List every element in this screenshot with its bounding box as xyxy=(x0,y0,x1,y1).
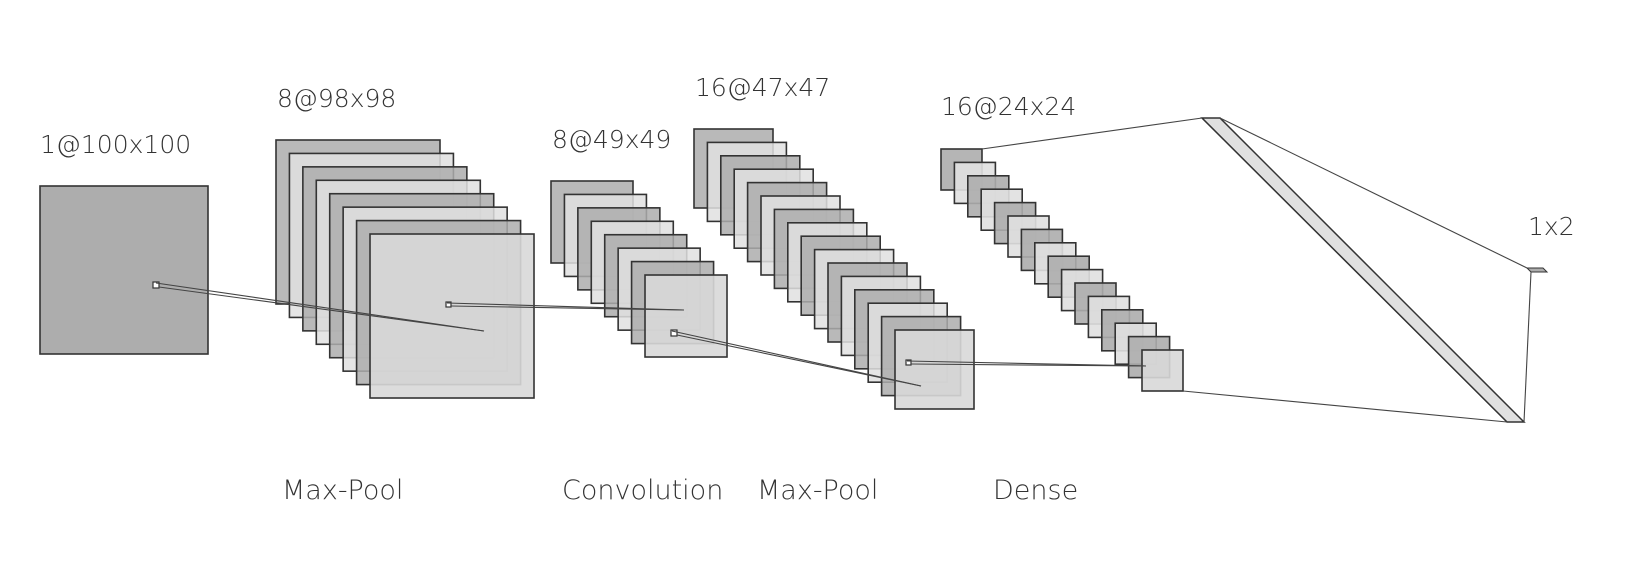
connector-line xyxy=(981,117,1203,150)
kernel-marker xyxy=(905,359,912,366)
layer-stack xyxy=(550,180,728,358)
layer-label-pool2: 16@24x24 xyxy=(941,92,1076,121)
kernel-marker xyxy=(445,301,452,308)
op-label-maxpool-1: Max-Pool xyxy=(282,475,403,506)
connector-line xyxy=(158,286,485,332)
layer-label-conv2: 16@47x47 xyxy=(695,73,830,102)
kernel-marker xyxy=(670,329,678,337)
feature-map xyxy=(894,329,975,410)
feature-map xyxy=(1141,349,1184,392)
connector-line xyxy=(1523,271,1532,423)
op-label-convolution: Convolution xyxy=(562,475,723,506)
connector-line xyxy=(155,282,485,332)
output-layer xyxy=(1525,267,1549,273)
layer-label-conv1: 8@98x98 xyxy=(277,84,396,113)
feature-map xyxy=(369,233,535,399)
op-label-dense: Dense xyxy=(993,475,1078,506)
dense-layer-edge xyxy=(1201,117,1508,423)
connector-line xyxy=(1219,117,1528,269)
kernel-marker xyxy=(152,281,160,289)
connector-line xyxy=(910,363,1147,367)
layer-stack xyxy=(39,185,209,355)
layer-label-pool1: 8@49x49 xyxy=(552,125,671,154)
connector-line xyxy=(676,334,922,387)
layer-stack xyxy=(940,148,1184,392)
connector-line xyxy=(450,305,685,311)
dense-layer xyxy=(1200,117,1526,423)
layer-label-output: 1x2 xyxy=(1528,212,1575,241)
feature-map xyxy=(39,185,209,355)
feature-map-stacks xyxy=(39,117,1549,423)
layer-label-input: 1@100x100 xyxy=(40,130,191,159)
layer-stack xyxy=(275,139,535,399)
op-label-maxpool-2: Max-Pool xyxy=(757,475,878,506)
layer-stack xyxy=(693,128,975,410)
connector-line xyxy=(1182,390,1508,423)
feature-map xyxy=(644,274,728,358)
connector-lines xyxy=(152,117,1532,423)
